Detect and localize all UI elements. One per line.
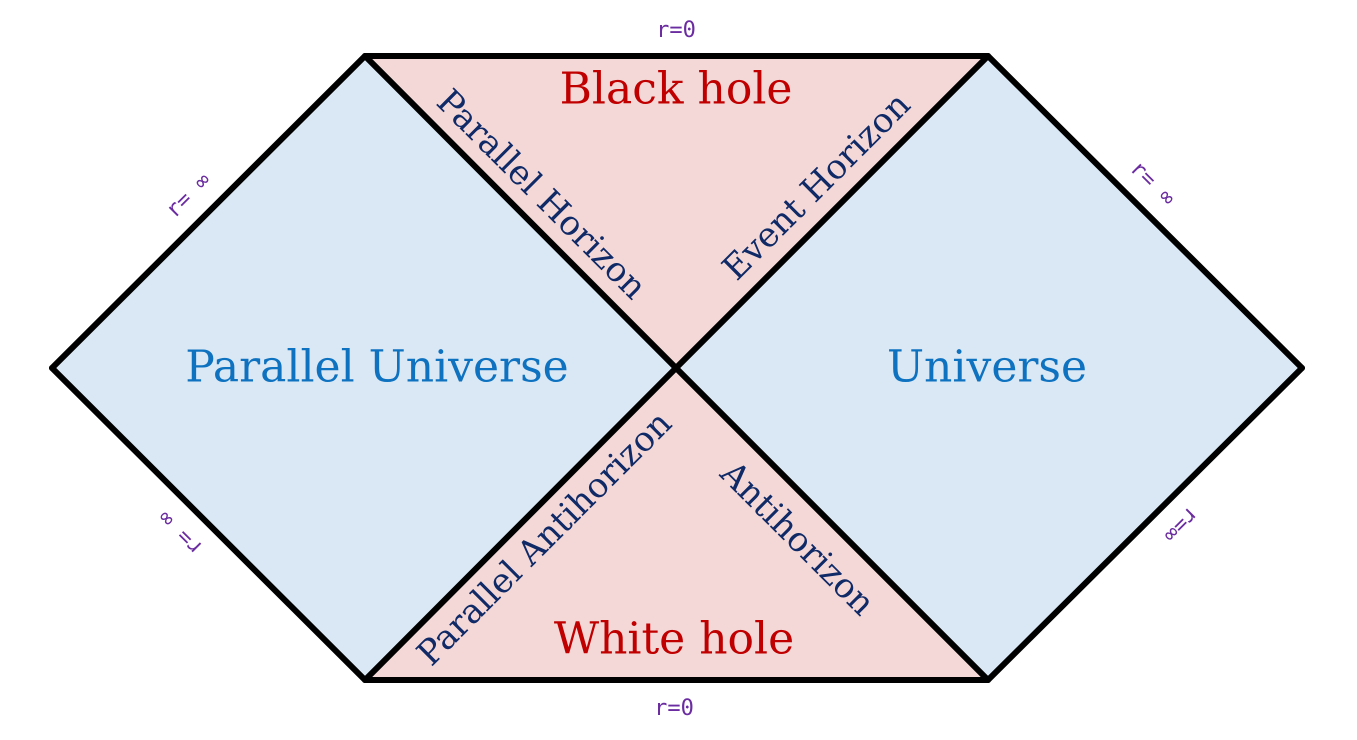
- parallel-antihorizon-line: [362, 365, 679, 683]
- top-singularity-label: r=0: [656, 18, 696, 43]
- white-hole-region: [365, 368, 988, 680]
- event-horizon-line: [673, 53, 991, 371]
- black-hole-label: Black hole: [560, 64, 793, 115]
- lower-left-null-infinity-line: [49, 365, 368, 683]
- bottom-singularity-label: r=0: [654, 696, 694, 721]
- universe-label: Universe: [887, 342, 1087, 393]
- black-hole-region: [365, 56, 988, 368]
- upper-left-null-infinity-line: [49, 53, 368, 371]
- parallel-universe-label: Parallel Universe: [185, 342, 568, 393]
- white-hole-label: White hole: [554, 614, 794, 665]
- parallel-horizon-line: [362, 53, 679, 371]
- lower-right-null-infinity-line: [985, 365, 1305, 683]
- upper-right-null-infinity-line: [985, 53, 1305, 371]
- antihorizon-line: [673, 365, 991, 683]
